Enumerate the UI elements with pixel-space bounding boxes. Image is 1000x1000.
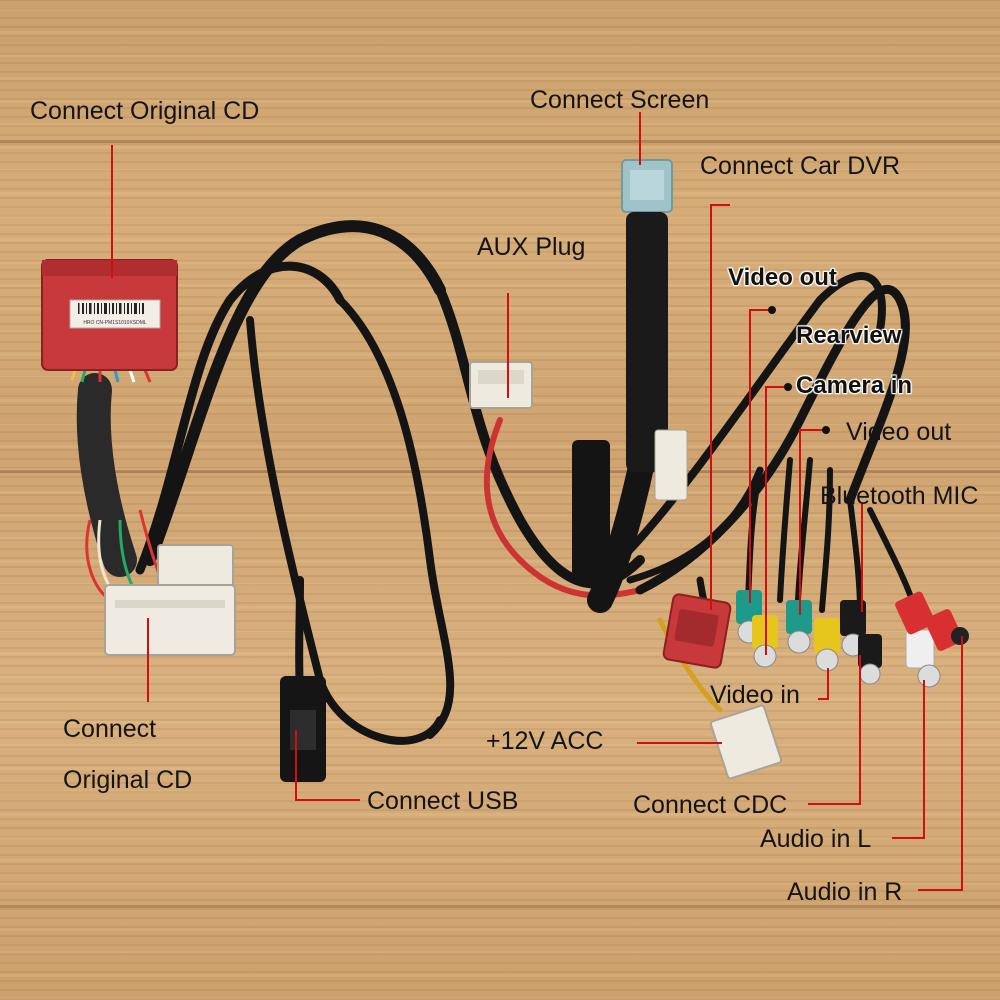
wood-plank-seam: [0, 140, 1000, 143]
leader-video-out-1: [749, 309, 770, 603]
rca-black-2: [858, 634, 882, 685]
label-video-in: Video in: [710, 681, 800, 709]
leader-connect-car-dvr: [710, 204, 730, 610]
cables: [135, 220, 915, 745]
rca-white: [905, 629, 941, 688]
dvr-connector: [662, 593, 732, 669]
cable: [867, 507, 915, 603]
screen-cable-sleeve-top: [626, 212, 668, 472]
braided-cable: [144, 220, 446, 566]
leader-video-in: [818, 668, 829, 700]
label-connect-screen: Connect Screen: [530, 86, 710, 114]
cable: [777, 457, 793, 603]
cable: [336, 296, 455, 739]
usb-connector: [280, 676, 326, 782]
braided-sleeve: [76, 373, 137, 577]
leader-connect-cdc: [808, 655, 861, 805]
cable-loop: [616, 272, 886, 564]
label-video-out-2: Video out: [846, 418, 952, 446]
label-connect-original-cd-bottom-2: Original CD: [63, 766, 193, 794]
label-connect-car-dvr: Connect Car DVR: [700, 152, 901, 180]
cable: [847, 497, 863, 613]
label-audio-in-l: Audio in L: [760, 825, 872, 853]
label-connect-cdc: Connect CDC: [633, 791, 788, 819]
cable: [819, 467, 833, 613]
label-audio-in-r: Audio in R: [787, 878, 903, 906]
cable: [795, 457, 813, 603]
original-cd-module: HRO CN-PM1S1010XSDML: [41, 259, 178, 371]
label-bluetooth-mic: Bluetooth MIC: [820, 482, 979, 510]
acc-connector: [709, 704, 783, 780]
aux-plug-connector: [469, 361, 533, 409]
svg-text:HRO CN-PM1S1010XSDML: HRO CN-PM1S1010XSDML: [83, 320, 147, 326]
leader-lines: [111, 112, 963, 891]
cable: [246, 316, 444, 745]
wood-plank-seam: [0, 905, 1000, 908]
barcode: [78, 303, 144, 314]
label-camera-in: Camera in: [796, 372, 913, 399]
leader-dots: [768, 306, 830, 434]
label-video-out-1: Video out: [728, 264, 837, 291]
leader-connect-usb: [295, 730, 360, 801]
original-cd-connector: [104, 544, 236, 656]
module-sticker: [69, 299, 161, 329]
rca-yellow-2: [814, 618, 840, 672]
rca-plugs: [736, 590, 969, 688]
cable: [626, 466, 764, 584]
rca-teal-2: [786, 600, 812, 654]
label-aux-plug: AUX Plug: [477, 233, 586, 261]
inline-white-plug: [654, 429, 688, 501]
label-connect-original-cd-bottom-1: Connect: [63, 715, 157, 743]
inline-box: [572, 440, 610, 580]
leader-video-out-2: [799, 429, 826, 615]
leader-camera-in: [765, 386, 786, 655]
usb-cable: [295, 576, 304, 694]
label-connect-original-cd-top: Connect Original CD: [30, 97, 260, 125]
label-connect-usb: Connect USB: [367, 787, 519, 815]
leader-audio-in-r: [918, 636, 963, 891]
label-rearview: Rearview: [796, 322, 902, 349]
screen-connector: [621, 159, 673, 472]
rca-red: [895, 591, 969, 651]
cable: [135, 261, 345, 575]
label-acc: +12V ACC: [486, 727, 604, 755]
leader-audio-in-l: [892, 680, 925, 839]
